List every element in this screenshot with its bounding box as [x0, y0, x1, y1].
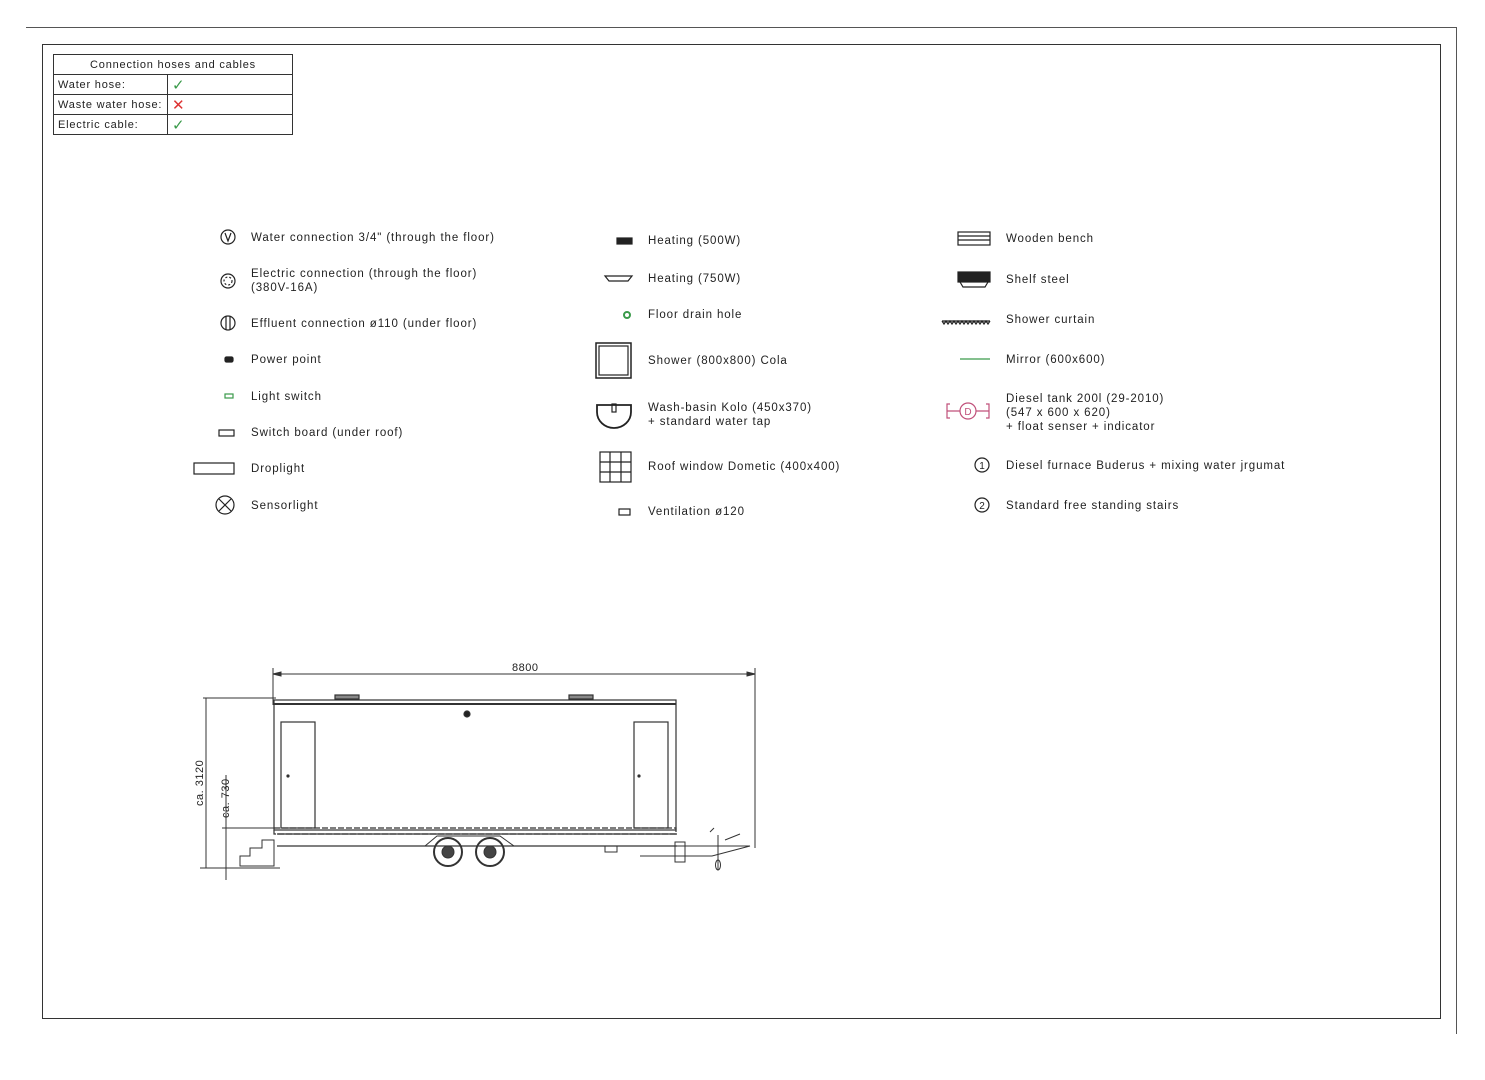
trailer-body — [273, 694, 677, 847]
legend-droplight: Droplight — [251, 463, 306, 475]
sensorlight-icon — [215, 495, 235, 515]
wooden-bench-icon — [957, 231, 991, 246]
drawing-frame — [42, 44, 1441, 1019]
water-connection-icon — [220, 229, 236, 245]
number-1-label: 1 — [979, 461, 985, 472]
height-dimension — [200, 697, 280, 869]
floor-drain-icon — [623, 311, 631, 319]
legend-water-connection: Water connection 3/4" (through the floor… — [251, 232, 495, 244]
wash-basin-icon — [596, 403, 632, 429]
check-icon: ✓ — [172, 76, 186, 94]
length-label: 8800 — [512, 662, 538, 674]
door-left — [280, 721, 316, 829]
legend-shower: Shower (800x800) Cola — [648, 355, 788, 367]
roof-window-icon — [599, 451, 632, 483]
row-label: Electric cable: — [53, 114, 168, 135]
number-2-icon — [974, 497, 990, 513]
legend-shelf-steel: Shelf steel — [1006, 274, 1070, 286]
connection-table-title: Connection hoses and cables — [53, 54, 293, 75]
legend-ventilation: Ventilation ø120 — [648, 506, 745, 518]
effluent-connection-icon — [220, 315, 236, 331]
legend-diesel-furnace: Diesel furnace Buderus + mixing water jr… — [1006, 460, 1286, 472]
stairs — [239, 839, 275, 867]
length-dimension — [272, 668, 756, 848]
floor-height-dimension — [222, 775, 280, 880]
droplight-icon — [193, 462, 235, 475]
check-icon: ✓ — [172, 116, 186, 134]
cross-icon: ✕ — [172, 96, 186, 114]
legend-diesel-tank: Diesel tank 200l (29-2010) (547 x 600 x … — [1006, 393, 1165, 433]
legend-heating-750w: Heating (750W) — [648, 273, 742, 285]
shower-icon — [595, 342, 632, 379]
legend-effluent-connection: Effluent connection ø110 (under floor) — [251, 318, 478, 330]
outer-frame — [26, 27, 1457, 1034]
floor-height-label: ca. 730 — [220, 778, 232, 818]
legend-electric-connection: Electric connection (through the floor) … — [251, 268, 478, 294]
legend-sensorlight: Sensorlight — [251, 500, 319, 512]
switch-board-icon — [218, 429, 235, 437]
diesel-symbol: D — [964, 407, 971, 418]
number-2-label: 2 — [979, 501, 985, 512]
legend-shower-curtain: Shower curtain — [1006, 314, 1096, 326]
diesel-tank-icon — [946, 402, 990, 420]
shelf-steel-icon — [957, 271, 991, 288]
legend-mirror: Mirror (600x600) — [1006, 354, 1106, 366]
row-label: Water hose: — [53, 74, 168, 95]
legend-heating-500w: Heating (500W) — [648, 235, 742, 247]
legend-wooden-bench: Wooden bench — [1006, 233, 1094, 245]
shower-curtain-icon — [941, 319, 991, 326]
chassis — [424, 827, 751, 871]
legend-wash-basin: Wash-basin Kolo (450x370) + standard wat… — [648, 402, 812, 428]
legend-power-point: Power point — [251, 354, 322, 366]
legend-floor-drain: Floor drain hole — [648, 309, 743, 321]
legend-switch-board: Switch board (under roof) — [251, 427, 404, 439]
legend-stairs: Standard free standing stairs — [1006, 500, 1180, 512]
heating-750w-icon — [603, 275, 634, 282]
number-1-icon — [974, 457, 990, 473]
electric-connection-icon — [220, 273, 236, 289]
connection-table: Connection hoses and cables Water hose:✓… — [53, 54, 293, 135]
ventilation-icon — [618, 508, 631, 516]
legend-roof-window: Roof window Dometic (400x400) — [648, 461, 841, 473]
height-label: ca. 3120 — [194, 760, 206, 806]
heating-500w-icon — [616, 237, 633, 245]
power-point-icon — [224, 356, 234, 363]
light-switch-icon — [224, 393, 234, 399]
legend-light-switch: Light switch — [251, 391, 322, 403]
